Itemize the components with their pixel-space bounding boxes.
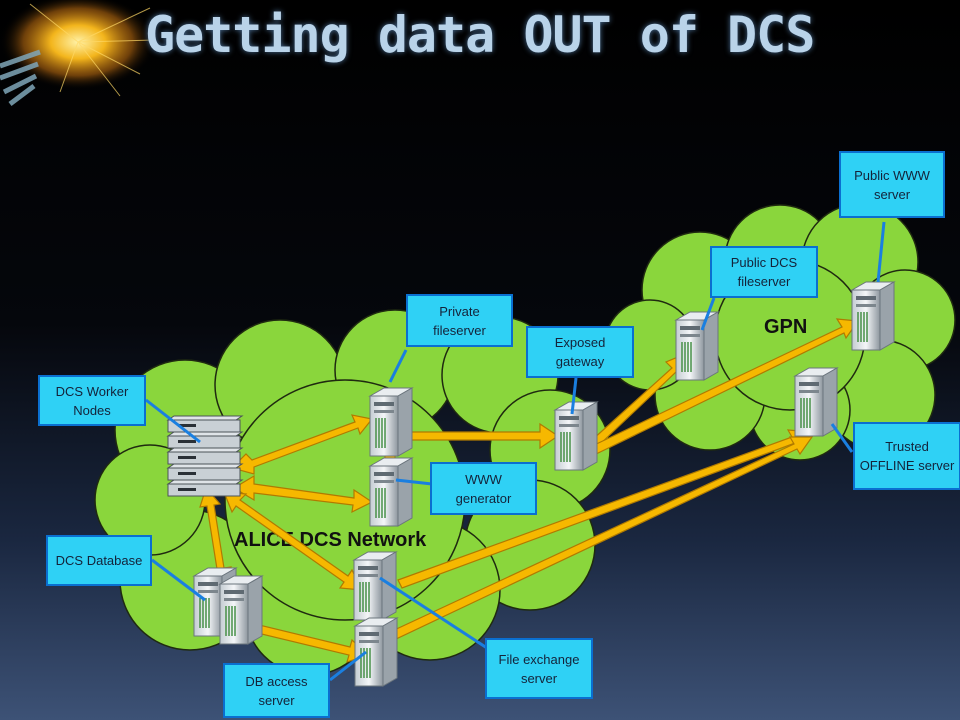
private-fileserver-icon [369,387,413,457]
label-connectors [145,221,886,682]
public-www-server-label: Public WWW server [839,151,945,218]
worker-nodes-rack [166,415,244,497]
arrow-private-fileserver-gateway [399,422,560,450]
www-generator-server-icon [369,457,413,527]
public-dcs-fileserver-icon [675,311,719,381]
public-www-server-icon [851,281,895,351]
data-flow-arrows [199,318,860,663]
db-access-server-label: DB access server [223,663,330,718]
private-fileserver-label: Private fileserver [406,294,513,347]
slide-title: Getting data OUT of DCS [145,6,815,64]
trusted-offline-server-label: Trusted OFFLINE server [853,422,960,490]
dcs-database-label: DCS Database [46,535,152,586]
www-generator-label: WWW generator [430,462,537,515]
gpn-label: GPN [764,316,807,338]
db-access-server-icon [354,617,398,687]
file-exchange-server-label: File exchange server [485,638,593,699]
exposed-gateway-server-icon [554,401,598,471]
dcs-database-server-icon [219,575,263,645]
dcs-worker-nodes-label: DCS Worker Nodes [38,375,146,426]
trusted-offline-server-icon [794,367,838,437]
alice-network-label: ALICE DCS Network [234,529,427,551]
public-dcs-fileserver-label: Public DCS fileserver [710,246,818,298]
arrow-db-access-offline [389,436,814,641]
exposed-gateway-label: Exposed gateway [526,326,634,378]
arrow-workers-www-generator [232,474,374,514]
